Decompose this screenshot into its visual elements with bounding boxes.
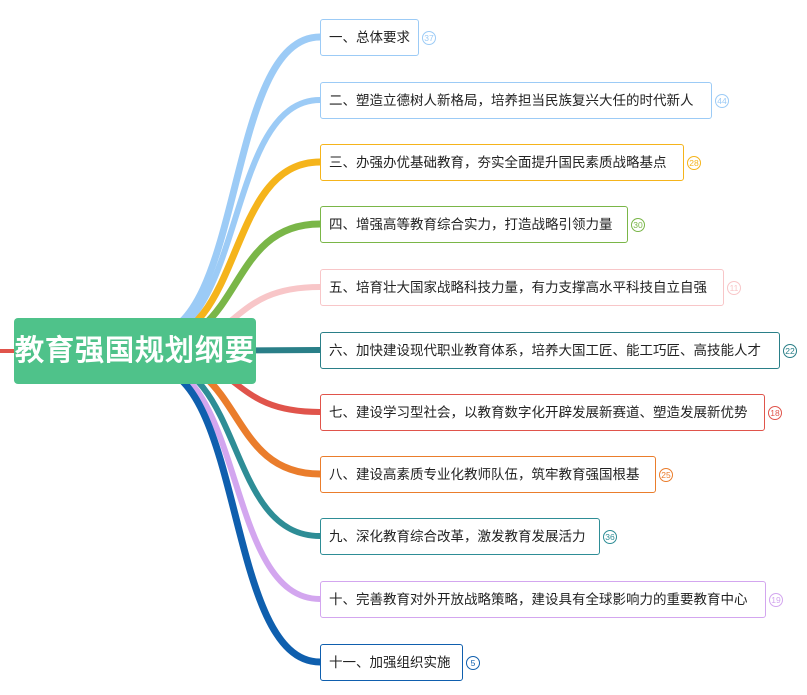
branch-topic-6[interactable]: 六、加快建设现代职业教育体系，培养大国工匠、能工巧匠、高技能人才: [320, 332, 780, 369]
subtopic-count-badge-10[interactable]: 19: [769, 593, 783, 607]
branch-topic-9[interactable]: 九、深化教育综合改革，激发教育发展活力: [320, 518, 600, 555]
branch-topic-2[interactable]: 二、塑造立德树人新格局，培养担当民族复兴大任的时代新人: [320, 82, 712, 119]
root-topic[interactable]: 教育强国规划纲要: [14, 318, 256, 384]
subtopic-count-badge-5[interactable]: 11: [727, 281, 741, 295]
subtopic-count-badge-11[interactable]: 5: [466, 656, 480, 670]
subtopic-count-badge-3[interactable]: 28: [687, 156, 701, 170]
subtopic-count-badge-8[interactable]: 25: [659, 468, 673, 482]
subtopic-count-badge-7[interactable]: 18: [768, 406, 782, 420]
branch-topic-7[interactable]: 七、建设学习型社会，以教育数字化开辟发展新赛道、塑造发展新优势: [320, 394, 765, 431]
branch-connector-10: [147, 360, 323, 602]
branch-topic-5[interactable]: 五、培育壮大国家战略科技力量，有力支撑高水平科技自立自强: [320, 269, 724, 306]
branch-connector-2: [147, 97, 323, 342]
branch-topic-8[interactable]: 八、建设高素质专业化教师队伍，筑牢教育强国根基: [320, 456, 656, 493]
branch-topic-3[interactable]: 三、办强办优基础教育，夯实全面提升国民素质战略基点: [320, 144, 684, 181]
subtopic-count-badge-1[interactable]: 37: [422, 31, 436, 45]
branch-topic-4[interactable]: 四、增强高等教育综合实力，打造战略引领力量: [320, 206, 628, 243]
subtopic-count-badge-9[interactable]: 36: [603, 530, 617, 544]
branch-topic-11[interactable]: 十一、加强组织实施: [320, 644, 463, 681]
subtopic-count-badge-4[interactable]: 30: [631, 218, 645, 232]
branch-topic-1[interactable]: 一、总体要求: [320, 19, 419, 56]
subtopic-count-badge-2[interactable]: 44: [715, 94, 729, 108]
subtopic-count-badge-6[interactable]: 22: [783, 344, 797, 358]
branch-topic-10[interactable]: 十、完善教育对外开放战略策略，建设具有全球影响力的重要教育中心: [320, 581, 766, 618]
